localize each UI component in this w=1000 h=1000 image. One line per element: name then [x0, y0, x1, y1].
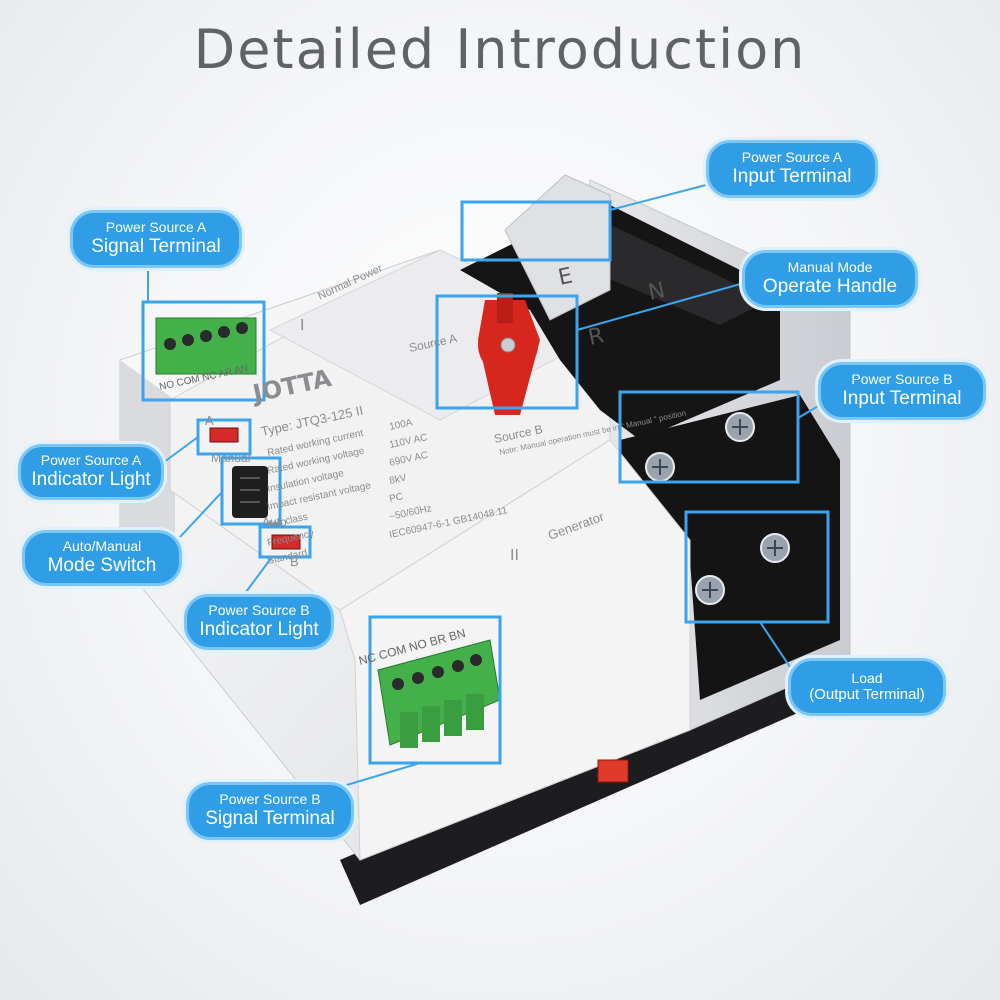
callout-line1: Auto/Manual	[62, 538, 142, 555]
callout-line1: Power Source B	[208, 602, 310, 619]
green-terminal-a	[155, 317, 257, 375]
callout-line2: Indicator Light	[199, 619, 319, 640]
callout-line1: Load	[851, 669, 883, 686]
callout-power-source-a-input: Power Source A Input Terminal	[706, 140, 878, 198]
callout-line2: Indicator Light	[31, 469, 151, 490]
operate-handle	[478, 293, 540, 415]
callout-line1: Power Source A	[105, 219, 207, 236]
callout-line2: Operate Handle	[762, 276, 898, 297]
callout-power-source-a-signal: Power Source A Signal Terminal	[70, 210, 242, 268]
callout-power-source-b-signal: Power Source B Signal Terminal	[186, 782, 354, 840]
callout-line2: Signal Terminal	[91, 236, 221, 257]
callout-line2: Input Terminal	[842, 388, 962, 409]
spec-value: 8kV	[388, 473, 407, 487]
callout-manual-mode-handle: Manual Mode Operate Handle	[742, 250, 918, 308]
indicator-b-label: B	[290, 554, 299, 569]
handle-letter-n: N	[646, 278, 667, 306]
indicator-a-label: A	[205, 413, 214, 428]
callout-power-source-b-indicator: Power Source B Indicator Light	[184, 594, 334, 650]
callout-line1: Power Source B	[219, 791, 321, 808]
panel-ii-label: II	[510, 547, 519, 564]
manual-label: Manual	[211, 451, 250, 465]
callout-line2: Mode Switch	[47, 555, 157, 576]
connector-lines	[147, 184, 821, 791]
callout-power-source-a-indicator: Power Source A Indicator Light	[18, 444, 164, 500]
highlight-boxes	[141, 200, 830, 765]
handle-letter-r: R	[586, 323, 606, 351]
red-latch	[597, 759, 629, 783]
callout-line2: (Output Terminal)	[809, 686, 925, 704]
generator-panel	[339, 439, 691, 861]
mode-switch	[232, 466, 268, 518]
callout-line2: Input Terminal	[732, 166, 852, 187]
indicator-light-b	[271, 534, 301, 550]
panel-i-label: I	[300, 317, 304, 334]
callout-power-source-b-input: Power Source B Input Terminal	[818, 362, 986, 420]
spec-value: 100A	[388, 417, 413, 433]
callout-line1: Manual Mode	[787, 259, 873, 276]
handle-letters: E R N	[556, 264, 667, 351]
indicator-light-a	[209, 427, 239, 443]
callout-load-output: Load (Output Terminal)	[788, 658, 946, 716]
terminal-block-b	[620, 395, 840, 700]
handle-letter-e: E	[556, 264, 575, 291]
auto-label: Auto	[262, 515, 287, 529]
green-terminal-b	[377, 639, 501, 748]
callout-line2: Signal Terminal	[205, 808, 335, 829]
spec-value: PC	[388, 491, 404, 505]
callout-auto-manual-switch: Auto/Manual Mode Switch	[22, 530, 182, 586]
page-title: Detailed Introduction	[193, 18, 807, 81]
callout-line1: Power Source A	[40, 452, 142, 469]
callout-line1: Power Source B	[851, 371, 953, 388]
callout-line1: Power Source A	[741, 149, 843, 166]
